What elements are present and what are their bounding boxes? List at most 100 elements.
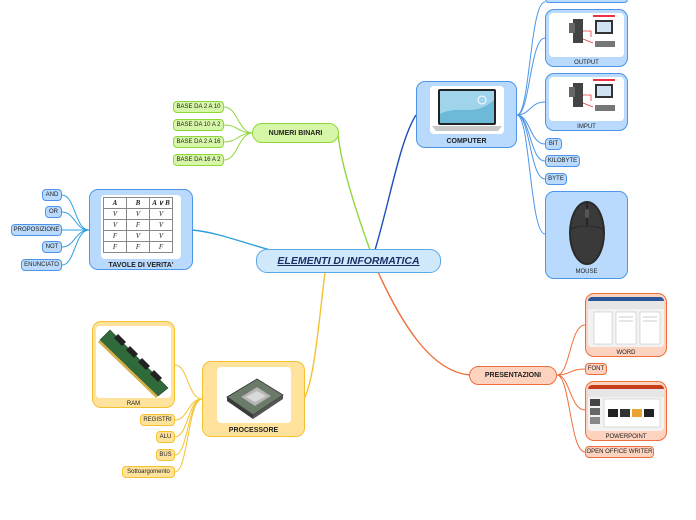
leaf-top-partial [545, 0, 628, 3]
truth-cell: A ∨ B [149, 197, 173, 209]
leaf-output-label: OUTPUT [574, 60, 599, 66]
leaf-open-office-writer[interactable]: OPEN OFFICE WRITER [585, 446, 654, 458]
leaf-base-16-2[interactable]: BASE DA 16 A 2 [173, 154, 224, 166]
leaf-base-2-10[interactable]: BASE DA 2 A 10 [173, 101, 224, 113]
leaf-label: PROPOSIZIONE [13, 227, 60, 233]
leaf-byte[interactable]: BYTE [545, 173, 567, 185]
truth-cell: V [149, 230, 173, 242]
topic-numeri-binari[interactable]: NUMERI BINARI [252, 123, 339, 143]
leaf-label: OR [49, 209, 58, 215]
connector-processore [303, 271, 326, 400]
leaf-label: BYTE [548, 176, 564, 182]
topic-presentazioni-label: PRESENTAZIONI [484, 372, 542, 379]
connector-presentazioni [377, 271, 471, 376]
leaf-and[interactable]: AND [42, 189, 62, 201]
leaf-imput-label: IMPUT [577, 124, 596, 130]
leaf-label: BUS [159, 452, 172, 458]
leaf-bit[interactable]: BIT [545, 138, 562, 150]
leaf-label: BIT [548, 141, 559, 147]
leaf-label: ENUNCIATO [24, 262, 59, 268]
cpu-chip-icon [225, 378, 284, 419]
ram-image [96, 326, 171, 398]
word-screenshot-image [588, 297, 664, 347]
leaf-base-10-2[interactable]: BASE DA 10 A 2 [173, 119, 224, 131]
leaf-kilobyte[interactable]: KILOBYTE [545, 155, 580, 167]
central-topic[interactable]: ELEMENTI DI INFORMATICA [256, 249, 441, 273]
input-image [549, 77, 624, 121]
topic-tavole-label: TAVOLE DI VERITA' [108, 262, 174, 269]
leaf-sottoargomento[interactable]: Sottoargomento [122, 466, 175, 478]
leaf-mouse[interactable]: MOUSE [545, 191, 628, 279]
leaf-label: BASE DA 10 A 2 [176, 122, 221, 128]
central-topic-label: ELEMENTI DI INFORMATICA [277, 255, 420, 267]
leaf-mouse-label: MOUSE [575, 269, 598, 275]
laptop-image [429, 86, 504, 134]
topic-numeri-binari-label: NUMERI BINARI [268, 129, 323, 137]
leaf-font[interactable]: FONT [585, 363, 607, 375]
leaf-ram-label: RAM [126, 401, 141, 407]
truth-cell: V [103, 219, 127, 231]
truth-cell: V [149, 219, 173, 231]
leaf-label: OPEN OFFICE WRITER [586, 449, 653, 455]
leaf-word[interactable]: WORD [585, 293, 667, 357]
topic-presentazioni[interactable]: PRESENTAZIONI [469, 366, 557, 385]
truth-cell: V [149, 208, 173, 220]
powerpoint-window-icon [588, 385, 664, 431]
leaf-not[interactable]: NOT [42, 241, 62, 253]
truth-cell: F [126, 219, 150, 231]
leaf-enunciato[interactable]: ENUNCIATO [21, 259, 62, 271]
leaf-label: NOT [45, 244, 59, 250]
leaf-base-2-16[interactable]: BASE DA 2 A 16 [173, 136, 224, 148]
leaf-powerpoint-label: POWERPOINT [605, 434, 647, 440]
connector-numeri-binari [337, 132, 371, 251]
truth-cell: F [149, 241, 173, 253]
leaf-output[interactable]: OUTPUT [545, 9, 628, 67]
leaf-word-label: WORD [616, 350, 636, 356]
leaf-powerpoint[interactable]: POWERPOINT [585, 381, 667, 441]
leaf-bus[interactable]: BUS [156, 449, 175, 461]
topic-processore-label: PROCESSORE [228, 427, 279, 434]
ram-module-icon [98, 329, 169, 398]
topic-computer[interactable]: COMPUTER [416, 81, 517, 148]
laptop-icon [431, 89, 502, 131]
mouse-icon [568, 201, 605, 265]
leaf-alu[interactable]: ALU [156, 431, 175, 443]
truth-cell: V [126, 230, 150, 242]
powerpoint-screenshot-image [588, 385, 664, 431]
connector-tavole [191, 229, 271, 251]
leaf-label: Sottoargomento [127, 469, 170, 475]
word-window-icon [588, 297, 664, 347]
truth-cell: A [103, 197, 127, 209]
leaf-label: ALU [159, 434, 172, 440]
truth-cell: V [126, 208, 150, 220]
truth-cell: B [126, 197, 150, 209]
leaf-or[interactable]: OR [45, 206, 62, 218]
leaf-label: BASE DA 16 A 2 [176, 157, 221, 163]
leaf-label: AND [45, 192, 59, 198]
leaf-label: REGISTRI [143, 417, 172, 423]
leaf-label: KILOBYTE [547, 158, 578, 164]
topic-computer-label: COMPUTER [446, 138, 487, 145]
truth-cell: V [103, 208, 127, 220]
leaf-label: BASE DA 2 A 16 [176, 139, 221, 145]
input-devices-icon [569, 79, 615, 111]
connector-computer [374, 114, 417, 251]
leaf-ram[interactable]: RAM [92, 321, 175, 408]
mouse-image [548, 195, 625, 267]
cpu-image [216, 367, 291, 423]
truth-cell: F [126, 241, 150, 253]
truth-cell: F [103, 241, 127, 253]
output-image [549, 13, 624, 57]
leaf-proposizione[interactable]: PROPOSIZIONE [11, 224, 62, 236]
truth-cell: F [103, 230, 127, 242]
leaf-imput[interactable]: IMPUT [545, 73, 628, 131]
topic-processore[interactable]: PROCESSORE [202, 361, 305, 437]
output-devices-icon [569, 15, 615, 47]
leaf-registri[interactable]: REGISTRI [140, 414, 175, 426]
leaf-label: FONT [587, 366, 605, 372]
leaf-label: BASE DA 2 A 10 [176, 104, 221, 110]
